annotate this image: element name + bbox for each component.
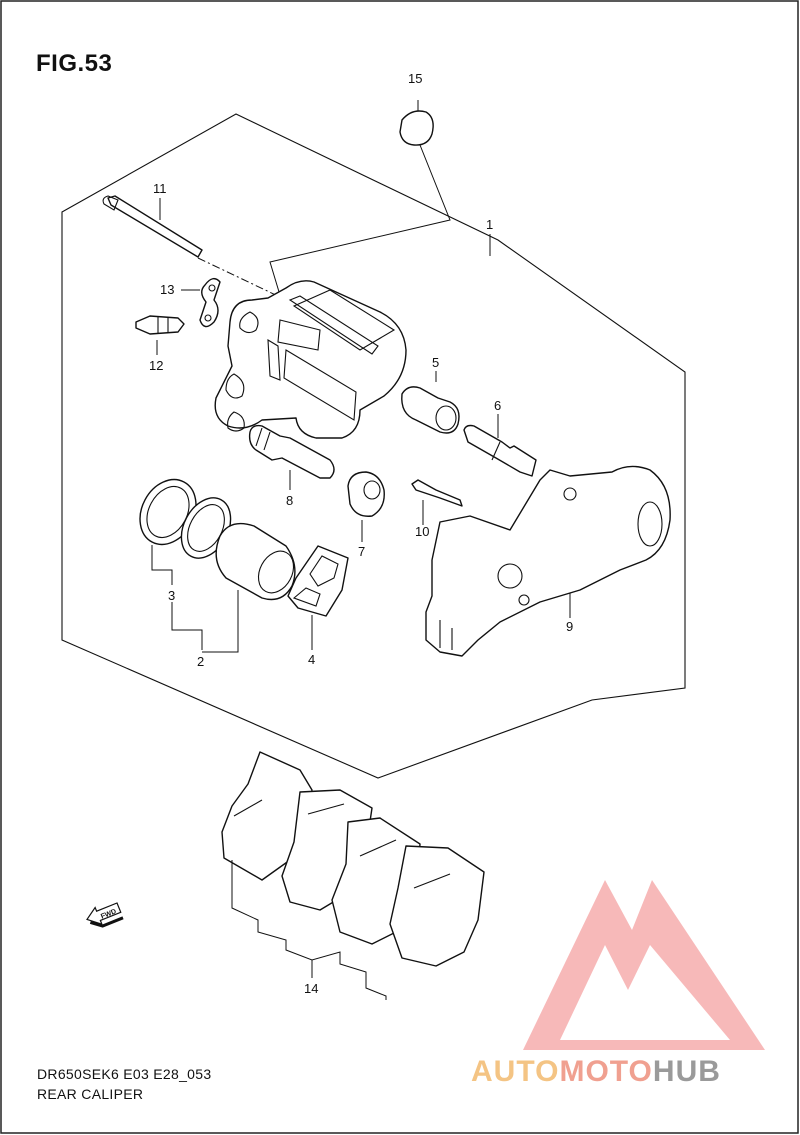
part-12-bleeder	[135, 315, 185, 335]
brand-watermark: AUTOMOTOHUB	[471, 1055, 721, 1089]
brand-word-hub: HUB	[652, 1055, 721, 1088]
callout-5: 5	[432, 355, 439, 370]
part-8-pin	[248, 424, 335, 479]
assembly-outline	[61, 113, 686, 779]
brand-word-moto: MOTO	[559, 1055, 653, 1088]
part-10-spring	[411, 479, 463, 507]
figure-title: FIG.53	[36, 50, 113, 77]
diagram-code: DR650SEK6 E03 E28_053	[37, 1066, 212, 1082]
callout-3: 3	[168, 588, 175, 603]
diagram-caption: REAR CALIPER	[37, 1086, 144, 1102]
callout-12: 12	[149, 358, 163, 373]
part-1-caliper-body	[214, 280, 407, 439]
callout-10: 10	[415, 524, 429, 539]
part-11-pin	[102, 195, 203, 258]
part-14-brake-pads	[221, 751, 485, 1000]
callout-11: 11	[153, 181, 167, 196]
part-9-bracket	[425, 465, 671, 657]
callout-1: 1	[486, 217, 493, 232]
fwd-arrow-icon: FWD	[86, 902, 124, 928]
callout-14: 14	[304, 981, 318, 996]
callout-2: 2	[197, 654, 204, 669]
callout-15: 15	[408, 71, 422, 86]
callout-6: 6	[494, 398, 501, 413]
callout-13: 13	[160, 282, 174, 297]
callout-7: 7	[358, 544, 365, 559]
triangle-logo-icon	[523, 880, 765, 1050]
part-7-boot	[347, 471, 385, 517]
part-3-seals	[139, 478, 232, 559]
part-2-piston	[215, 522, 296, 601]
part-5-boot	[401, 386, 460, 434]
brand-word-auto: AUTO	[471, 1055, 560, 1088]
part-15-cap	[399, 110, 434, 146]
callout-4: 4	[308, 652, 315, 667]
part-13-clip	[199, 277, 221, 328]
part-6-pin	[463, 424, 537, 477]
part-4-pad-spring	[287, 545, 349, 617]
callout-8: 8	[286, 493, 293, 508]
callout-9: 9	[566, 619, 573, 634]
